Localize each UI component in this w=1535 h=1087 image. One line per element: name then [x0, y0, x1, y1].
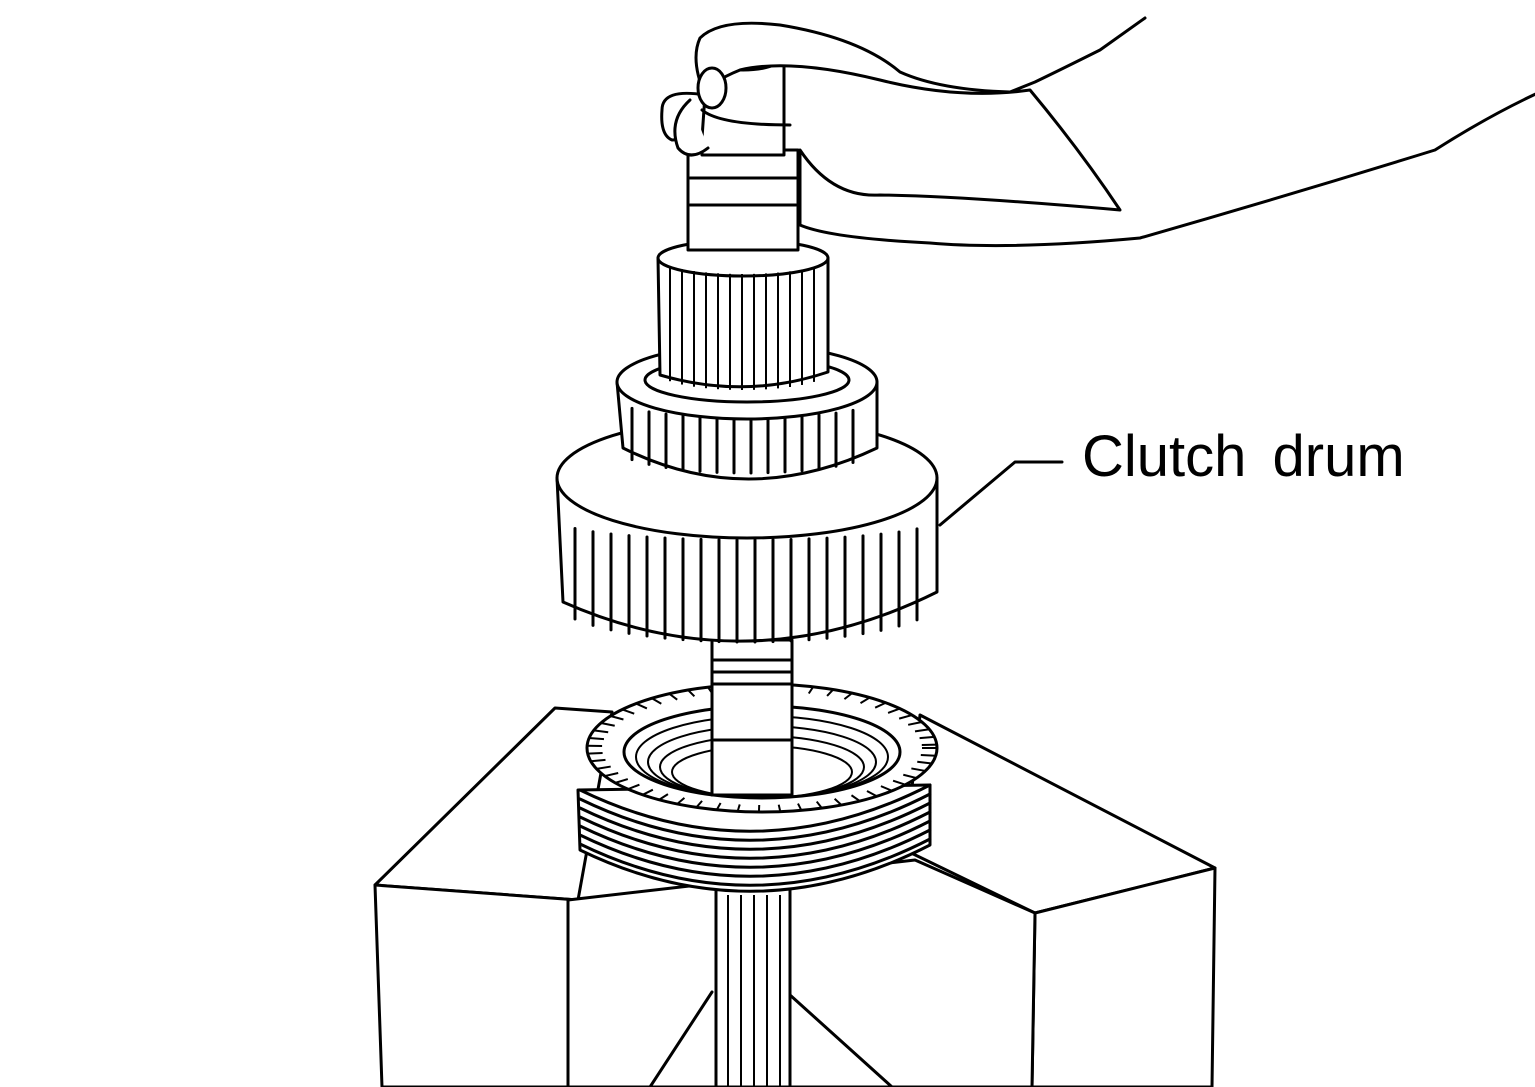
- callout-leader: [940, 462, 1062, 525]
- hand-icon: [662, 18, 1535, 246]
- lower-shaft: [716, 880, 790, 1087]
- middle-shaft: [712, 640, 792, 795]
- clutch-drum-label: Clutch drum: [1082, 424, 1405, 489]
- splined-hub: [658, 240, 828, 390]
